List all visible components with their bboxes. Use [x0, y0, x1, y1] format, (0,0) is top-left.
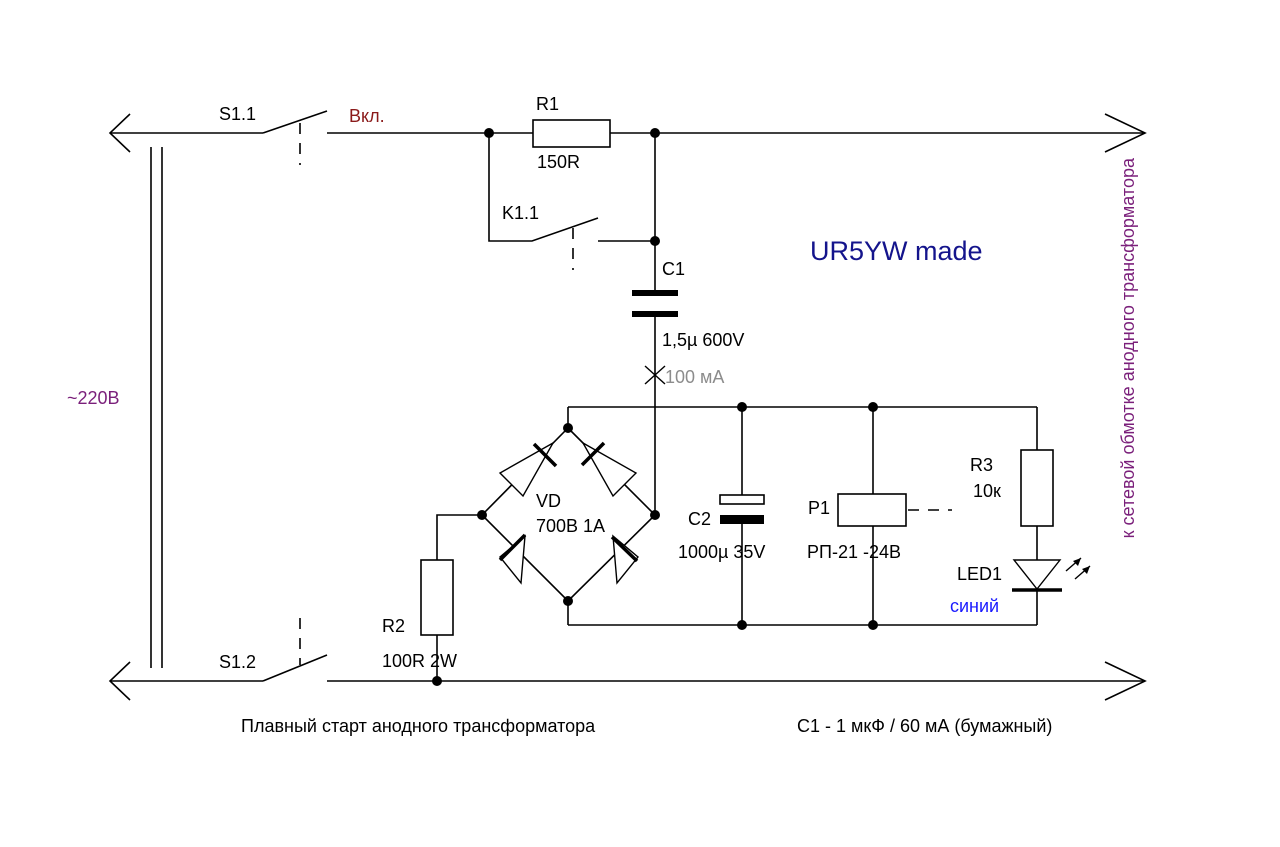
mains-input: [108, 113, 263, 701]
label-r2-name: R2: [382, 616, 405, 636]
resistor-r3: [1020, 407, 1054, 560]
label-r1-name: R1: [536, 94, 559, 114]
note-c1: С1 - 1 мкФ / 60 мА (бумажный): [797, 716, 1052, 736]
diode-lower-left: [498, 533, 527, 585]
resistor-r1: [532, 119, 611, 148]
dc-rails: [567, 406, 1037, 626]
label-c2-value: 1000µ 35V: [678, 542, 765, 562]
capacitor-c2: [719, 407, 765, 625]
relay-contact-k1-1: [488, 133, 655, 270]
label-c1-name: C1: [662, 259, 685, 279]
c1-branch: [632, 133, 678, 515]
label-s1-2: S1.2: [219, 652, 256, 672]
label-r1-value: 150R: [537, 152, 580, 172]
label-made: UR5YW made: [810, 236, 983, 266]
resistor-r2: [420, 514, 482, 681]
label-r3-value: 10к: [973, 481, 1001, 501]
led-led1: [1012, 557, 1091, 625]
label-r2-value: 100R 2W: [382, 651, 457, 671]
diode-bridge-vd: [480, 426, 657, 603]
label-c1-value: 1,5µ 600V: [662, 330, 744, 350]
relay-p1: [837, 407, 952, 625]
label-k1-1: K1.1: [502, 203, 539, 223]
label-s1-1: S1.1: [219, 104, 256, 124]
label-on: Вкл.: [349, 106, 385, 126]
label-vd-name: VD: [536, 491, 561, 511]
label-c2-name: C2: [688, 509, 711, 529]
label-led-name: LED1: [957, 564, 1002, 584]
label-r3-name: R3: [970, 455, 993, 475]
output-arrows: [655, 113, 1147, 701]
caption: Плавный старт анодного трансформатора: [241, 716, 596, 736]
label-led-color: синий: [950, 596, 999, 616]
label-p1-name: P1: [808, 498, 830, 518]
diode-upper-right: [580, 441, 638, 498]
label-vd-value: 700В 1А: [536, 516, 605, 536]
label-to-transformer: к сетевой обмотке анодного трансформатор…: [1118, 157, 1138, 538]
junction-dots: [432, 128, 878, 686]
label-p1-value: РП-21 -24В: [807, 542, 901, 562]
diode-upper-left: [498, 441, 558, 498]
label-current: 100 мА: [665, 367, 724, 387]
label-mains: ~220В: [67, 388, 120, 408]
diode-lower-right: [610, 534, 639, 585]
led-light-rays-icon: [1065, 557, 1091, 580]
switch-s1-2: [262, 618, 1145, 682]
